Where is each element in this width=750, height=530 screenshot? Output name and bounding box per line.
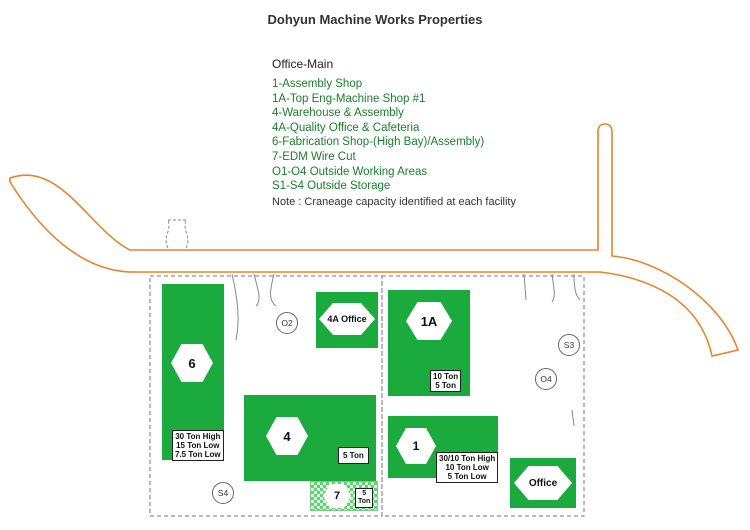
area-s4[interactable]: S4 [212, 482, 234, 504]
building-1[interactable]: 1 30/10 Ton High 10 Ton Low 5 Ton Low [388, 416, 499, 483]
legend-item: S1-S4 Outside Storage [272, 180, 391, 193]
page-title: Dohyun Machine Works Properties [267, 12, 483, 27]
building-4[interactable]: 4 5 Ton [244, 395, 376, 481]
driveway [523, 273, 581, 303]
building-office[interactable]: Office [510, 458, 576, 508]
legend-item: O1-O4 Outside Working Areas [272, 165, 428, 178]
building-4a[interactable]: 4A Office [316, 292, 378, 348]
building-7[interactable]: 7 5 Ton [310, 481, 378, 511]
legend-item: 1A-Top Eng-Machine Shop #1 [272, 92, 426, 105]
office-main-label: Office-Main [272, 57, 334, 71]
building-4a-label: 4A Office [319, 303, 375, 335]
legend-item: 4-Warehouse & Assembly [272, 107, 404, 120]
area-o2[interactable]: O2 [276, 312, 298, 334]
area-o4[interactable]: O4 [535, 368, 557, 390]
building-7-label: 7 [323, 484, 351, 508]
building-1-label: 1 [396, 428, 436, 464]
note: Note : Craneage capacity identified at e… [272, 196, 516, 208]
building-6-label: 6 [171, 344, 213, 382]
driveway [253, 273, 277, 307]
building-office-label: Office [514, 466, 572, 500]
property-boundary-east [381, 275, 585, 517]
area-s3[interactable]: S3 [558, 334, 580, 356]
legend: 1-Assembly Shop 1A-Top Eng-Machine Shop … [272, 77, 484, 194]
legend-item: 6-Fabrication Shop-(High Bay)/Assembly) [272, 136, 485, 149]
building-1-capacity: 30/10 Ton High 10 Ton Low 5 Ton Low [436, 452, 499, 483]
legend-item: 4A-Quality Office & Cafeteria [272, 121, 420, 134]
driveway [231, 273, 239, 341]
legend-item: 1-Assembly Shop [272, 78, 363, 90]
building-4-capacity: 5 Ton [338, 447, 369, 464]
road [9, 123, 740, 357]
building-7-capacity: 5 Ton [355, 488, 374, 508]
driveway [165, 219, 189, 249]
building-4-label: 4 [266, 417, 308, 455]
building-1a-label: 1A [406, 302, 452, 340]
building-6[interactable]: 6 30 Ton High 15 Ton Low 7.5 Ton Low [162, 284, 224, 461]
building-6-capacity: 30 Ton High 15 Ton Low 7.5 Ton Low [172, 430, 224, 461]
legend-item: 7-EDM Wire Cut [272, 150, 356, 163]
building-1a[interactable]: 1A 10 Ton 5 Ton [388, 290, 470, 396]
building-1a-capacity: 10 Ton 5 Ton [430, 370, 462, 392]
driveway [571, 409, 575, 427]
